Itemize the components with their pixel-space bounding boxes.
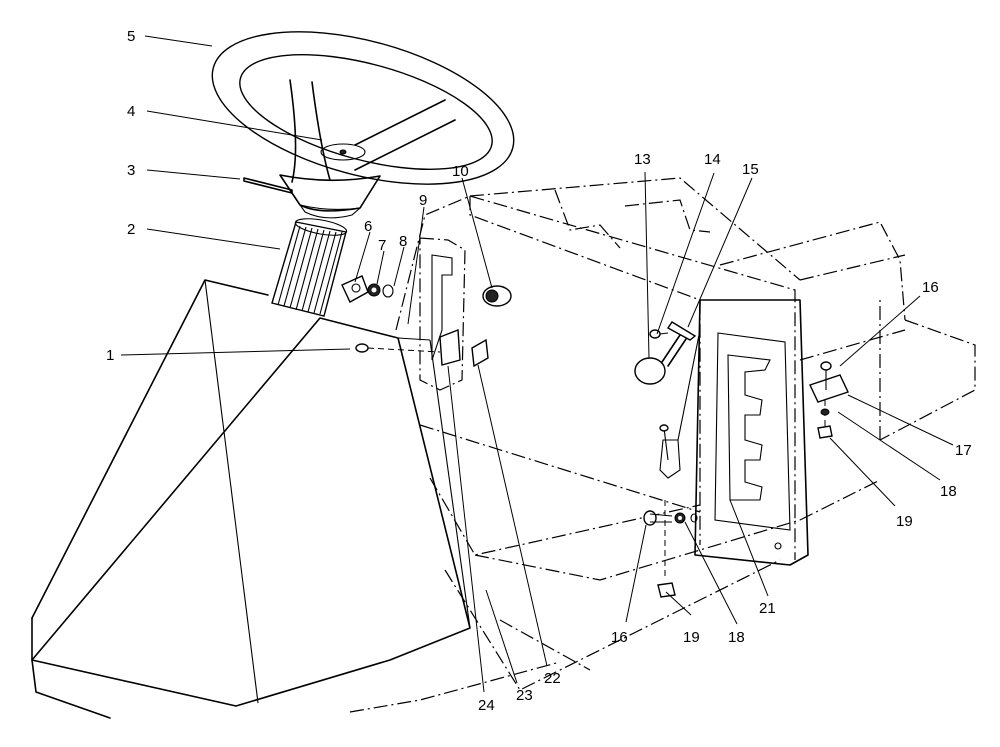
callout-4: 4 xyxy=(127,103,135,120)
leader-lines xyxy=(120,35,954,693)
shift-linkage xyxy=(643,329,701,598)
callout-2: 2 xyxy=(127,221,135,238)
part-7-washer xyxy=(367,283,381,297)
callout-18-right: 18 xyxy=(940,483,957,500)
part-10-knob xyxy=(482,285,512,307)
callout-19-bottom: 19 xyxy=(683,629,700,646)
key-part-3 xyxy=(243,177,293,194)
dash-console xyxy=(349,177,976,713)
callout-14: 14 xyxy=(704,151,721,168)
callout-15: 15 xyxy=(742,161,759,178)
callout-9: 9 xyxy=(419,192,427,209)
callout-16-bottom: 16 xyxy=(611,629,628,646)
part-1-screw xyxy=(355,343,441,353)
part-22-plate xyxy=(471,338,489,368)
steering-column-sleeve xyxy=(271,218,348,317)
part-6-bracket xyxy=(341,275,369,303)
steering-tower xyxy=(31,279,471,719)
callout-21: 21 xyxy=(759,600,776,617)
steering-wheel xyxy=(211,31,515,219)
part-24-bracket xyxy=(439,329,461,366)
callout-5: 5 xyxy=(127,28,135,45)
part-8-ring xyxy=(382,284,394,298)
callout-13: 13 xyxy=(634,151,651,168)
callout-8: 8 xyxy=(399,233,407,250)
callout-3: 3 xyxy=(127,162,135,179)
callout-16-right: 16 xyxy=(922,279,939,296)
callout-23: 23 xyxy=(516,687,533,704)
callout-18-bottom: 18 xyxy=(728,629,745,646)
callout-labels: 5 4 3 2 6 7 8 9 10 1 13 14 15 16 17 18 1… xyxy=(106,28,972,714)
left-shift-gate xyxy=(419,237,466,391)
shift-lever xyxy=(634,321,697,385)
right-side-linkage xyxy=(809,361,849,440)
callout-24: 24 xyxy=(478,697,495,714)
right-console-panel xyxy=(694,299,809,566)
callout-1: 1 xyxy=(106,347,114,364)
callout-10: 10 xyxy=(452,163,469,180)
callout-7: 7 xyxy=(378,237,386,254)
callout-22: 22 xyxy=(544,670,561,687)
callout-6: 6 xyxy=(364,218,372,235)
callout-19-right: 19 xyxy=(896,513,913,530)
callout-17: 17 xyxy=(955,442,972,459)
